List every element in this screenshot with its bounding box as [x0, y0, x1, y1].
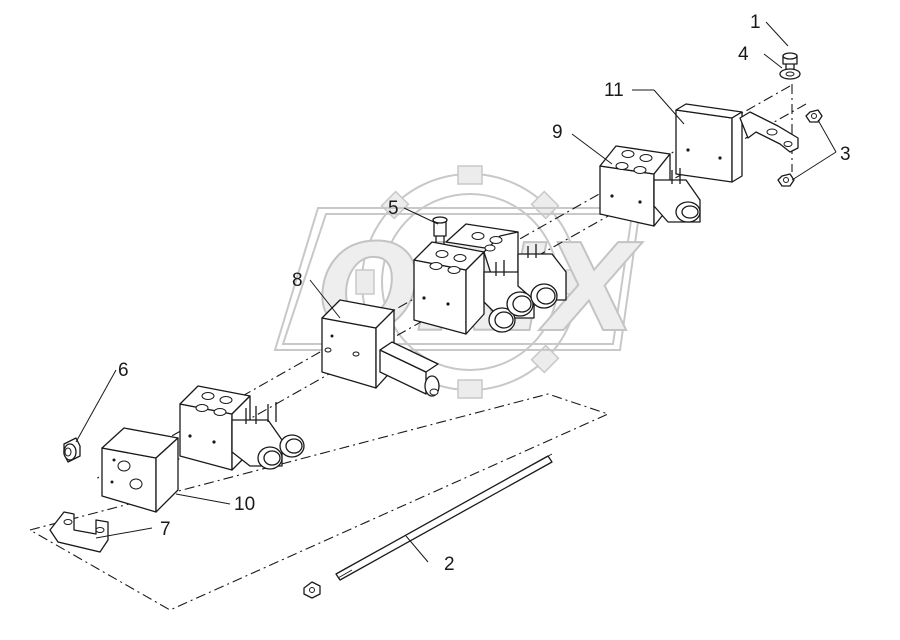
- callout-2: 2: [444, 554, 455, 575]
- part-8-inlet-block: [321, 299, 440, 397]
- upper-mounting-bracket: [739, 111, 799, 153]
- callout-5: 5: [388, 198, 399, 219]
- part-9-valve-section: [599, 145, 701, 227]
- callout-10: 10: [234, 494, 255, 515]
- callout-3: 3: [840, 144, 851, 165]
- part-11-end-plate: [675, 103, 743, 183]
- callout-9: 9: [552, 122, 563, 143]
- center-valve-block: [413, 223, 567, 335]
- part-2-tie-rod: [303, 453, 553, 599]
- callout-4: 4: [738, 44, 749, 65]
- part-6-fitting: [63, 437, 81, 463]
- part-7-bracket: [49, 511, 109, 553]
- part-4-washer: [779, 68, 801, 80]
- callout-11: 11: [604, 80, 624, 101]
- part-3-nut-upper: [805, 109, 823, 123]
- leader-lines: [75, 21, 837, 563]
- part-3-nut-lower: [777, 173, 795, 187]
- callout-6: 6: [118, 360, 129, 381]
- callout-1: 1: [750, 12, 761, 33]
- left-valve-section: [179, 385, 305, 471]
- callout-labels: 1 4 11 9 3 5 8 6 10 7 2: [118, 12, 851, 575]
- callout-7: 7: [160, 519, 171, 540]
- part-10-end-plate: [101, 427, 179, 513]
- callout-8: 8: [292, 270, 303, 291]
